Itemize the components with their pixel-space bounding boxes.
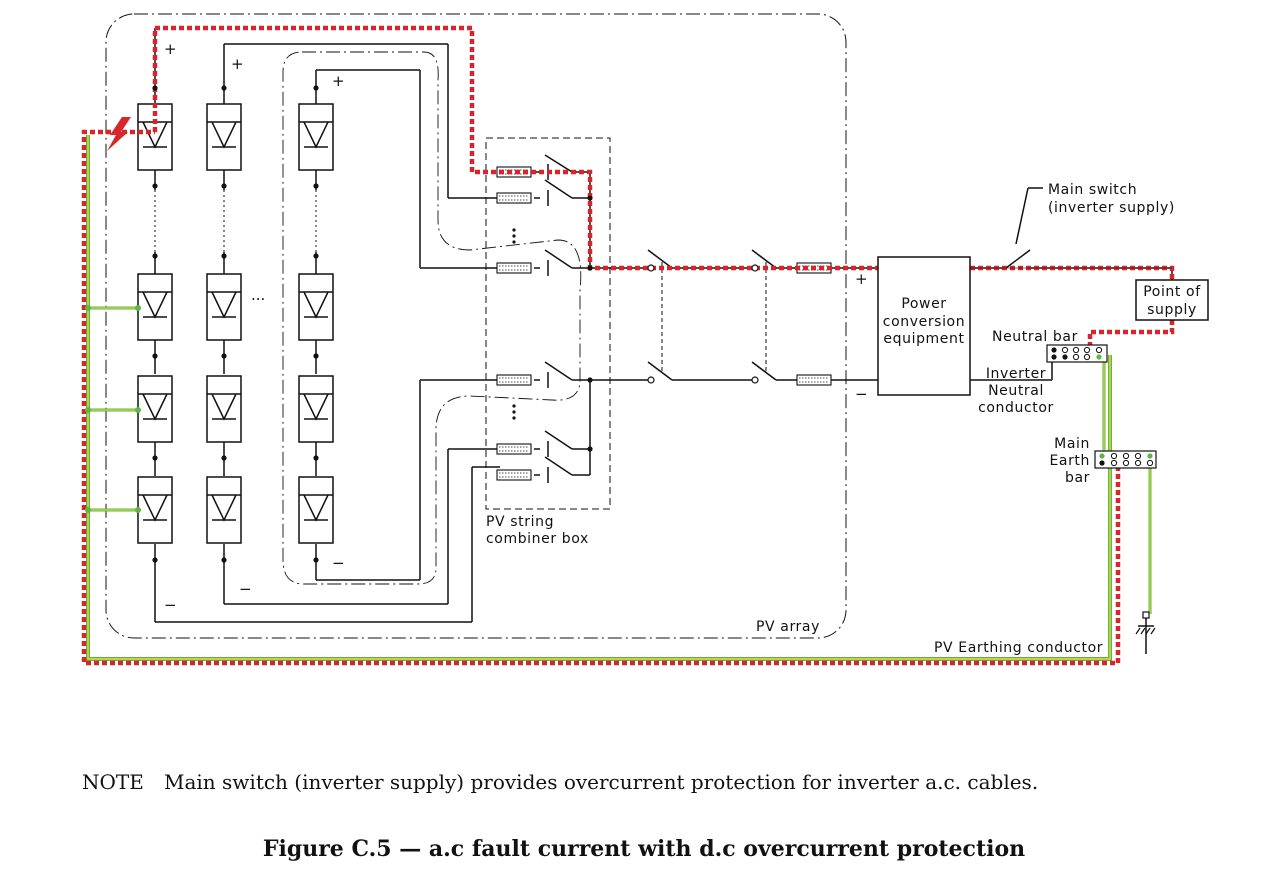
main-earth-bar-label: Main <box>1054 436 1090 452</box>
point-of-supply-box <box>1135 279 1209 321</box>
pv-fault-diagram: + + + − − − + − ... Main switch (inverte… <box>81 13 1209 666</box>
pv-module <box>298 103 334 171</box>
power-conversion-equipment <box>877 256 971 396</box>
neutral-bar-label: Neutral bar <box>992 329 1078 345</box>
pv-module <box>206 103 242 171</box>
pv-module <box>206 273 242 341</box>
combiner-box-label: combiner box <box>486 531 589 547</box>
neutral-bar <box>1046 344 1108 363</box>
main-earth-bar-label: Earth <box>1049 453 1090 469</box>
minus-sign: − <box>239 580 252 598</box>
pv-module <box>298 375 334 443</box>
note-tag: NOTE <box>82 770 144 794</box>
minus-sign: − <box>855 385 868 403</box>
combiner-box-boundary <box>485 137 611 510</box>
earth-bond-dots <box>85 305 141 513</box>
earth-rod-icon <box>1135 611 1156 635</box>
main-switch-label: (inverter supply) <box>1048 200 1175 216</box>
power-conversion-label: conversion <box>883 314 965 330</box>
power-conversion-label: equipment <box>883 331 964 347</box>
pv-array-label: PV array <box>756 619 820 635</box>
horizontal-ellipsis: ... <box>251 286 265 304</box>
inverter-neutral-label: conductor <box>978 400 1054 416</box>
combiner-box-label: PV string <box>486 514 554 530</box>
switch-contacts <box>647 264 759 384</box>
inverter-neutral-label: Neutral <box>988 383 1044 399</box>
plus-sign: + <box>164 40 177 58</box>
main-earth-bar <box>1094 450 1157 469</box>
earthing-conductor <box>86 135 1152 661</box>
earthing-conductor-label: PV Earthing conductor <box>934 640 1103 656</box>
pv-modules <box>137 103 334 544</box>
plus-sign: + <box>231 55 244 73</box>
pv-array-boundary <box>105 13 847 639</box>
pv-module <box>298 476 334 544</box>
power-conversion-label: Power <box>901 296 946 312</box>
point-of-supply-label: Point of <box>1143 284 1201 300</box>
pv-module <box>137 476 173 544</box>
main-switch-label: Main switch <box>1048 182 1137 198</box>
plus-sign: + <box>332 72 345 90</box>
pv-module <box>206 476 242 544</box>
minus-sign: − <box>332 554 345 572</box>
string-loop-outline <box>282 51 582 585</box>
pv-module <box>137 375 173 443</box>
plus-sign: + <box>855 270 868 288</box>
point-of-supply-label: supply <box>1147 302 1197 318</box>
fault-current-path <box>81 25 1175 666</box>
vertical-ellipsis <box>512 228 516 420</box>
main-earth-bar-label: bar <box>1065 470 1090 486</box>
note-text: Main switch (inverter supply) provides o… <box>164 770 1039 794</box>
inverter-neutral-label: Inverter <box>986 366 1046 382</box>
junction-dots <box>152 85 593 563</box>
pv-module <box>206 375 242 443</box>
pv-module <box>298 273 334 341</box>
note: NOTE Main switch (inverter supply) provid… <box>82 770 1038 794</box>
pv-module <box>137 273 173 341</box>
minus-sign: − <box>164 596 177 614</box>
figure-caption: Figure C.5 — a.c fault current with d.c … <box>262 836 1026 862</box>
fault-lightning-icon <box>107 117 131 151</box>
